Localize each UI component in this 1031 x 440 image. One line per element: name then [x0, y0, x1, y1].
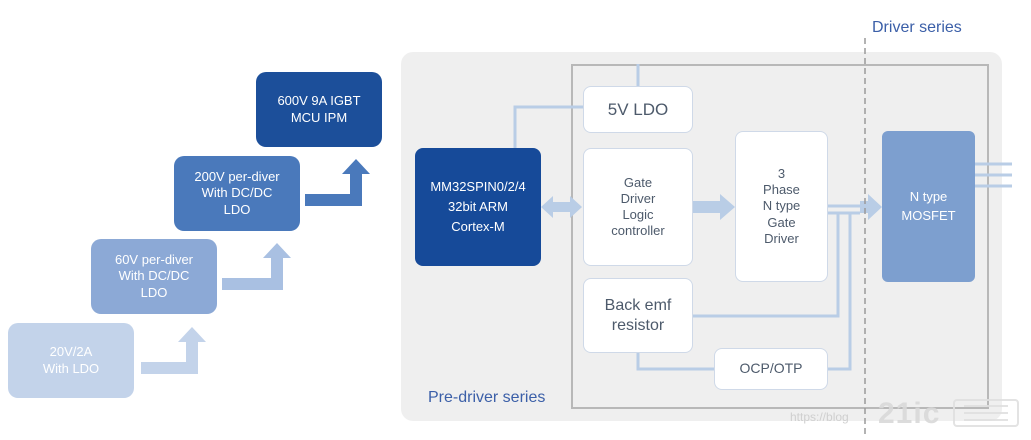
phase-driver-block: 3 Phase N type Gate Driver — [735, 131, 828, 282]
svg-text:21ic: 21ic — [878, 397, 940, 430]
gate-logic-block: Gate Driver Logic controller — [583, 148, 693, 266]
stair-arrow-3 — [305, 159, 370, 206]
mosfet-label: N type MOSFET — [901, 189, 956, 223]
mcu-logic-arrow — [541, 196, 582, 218]
backemf-block: Back emf resistor — [583, 278, 693, 353]
backemf-label: Back emf resistor — [604, 296, 672, 334]
watermark-logo-icon: 21ic — [878, 397, 1019, 430]
ocp-block: OCP/OTP — [714, 348, 828, 390]
phase-mosfet-arrow — [860, 194, 882, 220]
step-20v-box: 20V/2A With LDO — [8, 323, 134, 398]
step-20v-label: 20V/2A With LDO — [42, 344, 100, 376]
mcu-block: MM32SPIN0/2/4 32bit ARM Cortex-M — [415, 148, 541, 266]
logic-phase-arrow — [693, 194, 735, 220]
step-200v-box: 200V per-diver With DC/DC LDO — [174, 156, 300, 231]
ocp-feedback-line — [828, 213, 852, 371]
mcu-label: MM32SPIN0/2/4 32bit ARM Cortex-M — [430, 178, 526, 235]
mosfet-block: N type MOSFET — [882, 131, 975, 282]
step-600v-label: 600V 9A IGBT MCU IPM — [277, 93, 361, 125]
watermark-text: https://blog — [790, 410, 849, 424]
step-600v-box: 600V 9A IGBT MCU IPM — [256, 72, 382, 147]
ldo-label: 5V LDO — [607, 99, 669, 119]
mcu-ldo-line — [513, 105, 583, 148]
step-200v-label: 200V per-diver With DC/DC LDO — [194, 169, 280, 217]
predriver-frame — [571, 64, 989, 409]
step-60v-box: 60V per-diver With DC/DC LDO — [91, 239, 217, 314]
backemf-ocp-line — [636, 353, 714, 371]
ldo-block: 5V LDO — [583, 86, 693, 133]
stair-arrow-2 — [222, 243, 291, 290]
watermark-logo: 21ic — [878, 392, 1024, 432]
phase-driver-label: 3 Phase N type Gate Driver — [762, 165, 801, 246]
step-60v-label: 60V per-diver With DC/DC LDO — [114, 252, 194, 300]
gate-logic-label: Gate Driver Logic controller — [611, 174, 665, 239]
predriver-caption: Pre-driver series — [428, 389, 546, 406]
stair-arrow-1 — [141, 327, 206, 374]
backemf-feedback-line — [692, 213, 840, 318]
ocp-label: OCP/OTP — [739, 360, 803, 377]
driver-caption: Driver series — [872, 19, 962, 36]
